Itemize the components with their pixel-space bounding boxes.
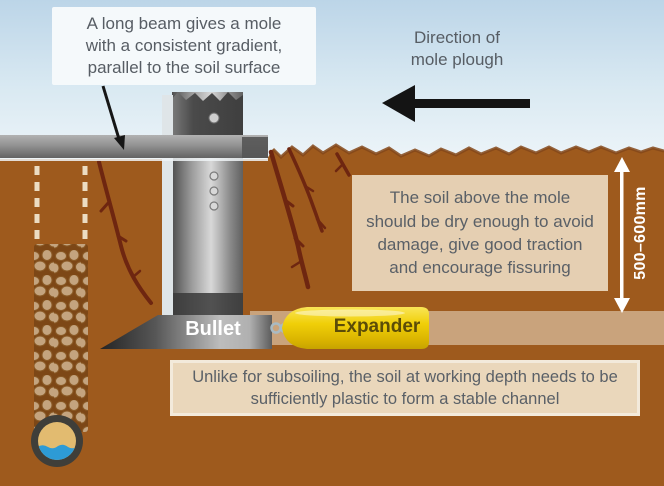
beam-end-cap [242,137,268,158]
crack-mid-branch3 [290,260,302,269]
depth-label: 500–600mm [632,186,649,280]
leg-bolt-hole [209,171,219,181]
soil-cracks [97,147,351,305]
crack-right [287,147,324,233]
expander-body [282,307,429,349]
crack-mid-branch1 [283,198,295,208]
crack-right-branch1 [303,184,315,193]
crack-far-right-branch [334,162,345,173]
beam-callout: A long beam gives a mole with a consiste… [52,7,316,86]
leg-bolt-hole [209,201,219,211]
crack-right-branch2 [315,217,327,230]
crack-left-branch3 [131,269,142,279]
leg-bolt-holes [209,171,219,211]
soil-surface [271,143,664,160]
callout-arrow-icon [101,85,125,150]
leg-bolt-hole [209,186,219,196]
crack-mid-branch2 [293,236,305,248]
crack-mid [268,149,311,290]
leg-highlight-strip [162,95,173,315]
crack-left [97,160,153,305]
soil-surface-gap [0,157,268,161]
direction-arrow-icon [382,85,530,122]
crack-left-branch2 [116,234,128,243]
long-beam [0,135,268,158]
plough-leg-shadow [172,293,243,315]
gravel-column [34,244,88,432]
expander-label: Expander [333,316,421,337]
depth-arrow-icon [614,157,630,313]
bullet-foot [100,315,272,349]
bracket-bolt-hole [208,112,220,124]
upper-soil-note: The soil above the mole should be dry en… [352,175,608,291]
expander-highlight [295,309,405,317]
leg-bracket [172,92,243,135]
direction-label: Direction of mole plough [410,28,504,70]
bullet-label: Bullet [185,318,241,340]
lower-soil-note: Unlike for subsoiling, the soil at worki… [170,360,640,416]
crack-left-branch1 [99,200,111,213]
